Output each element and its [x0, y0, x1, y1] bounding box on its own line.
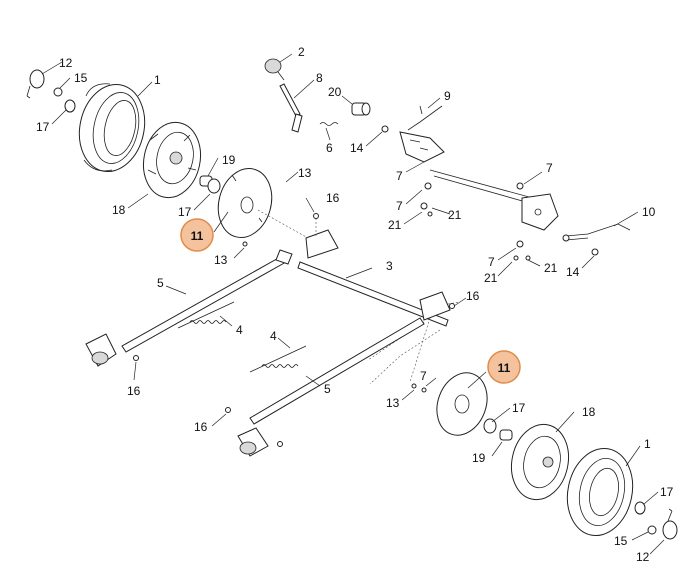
label-16-right: 16 [466, 289, 480, 303]
label-16-top: 16 [326, 191, 340, 205]
label-6: 6 [326, 141, 333, 155]
rod-9 [407, 105, 443, 131]
label-13-bottom: 13 [386, 396, 400, 410]
pivot-lower [225, 407, 283, 457]
label-17-br: 17 [660, 485, 674, 499]
label-21-b: 21 [448, 208, 462, 222]
axle-3 [297, 229, 451, 327]
label-14-top: 14 [350, 141, 364, 155]
spring-6 [319, 122, 339, 126]
label-19-top: 19 [222, 153, 236, 167]
callout-11-right: 11 [487, 350, 521, 384]
callout-11-left: 11 [180, 218, 214, 252]
small-parts-right [420, 182, 599, 261]
label-5-lower: 5 [324, 382, 331, 396]
label-17-mid: 17 [178, 205, 192, 219]
label-21-c: 21 [484, 271, 498, 285]
label-7-d: 7 [488, 255, 495, 269]
wheel-hub-bottom-right [510, 423, 570, 501]
part-labels: 12 15 17 1 18 19 17 2 8 20 6 14 9 13 16 … [36, 45, 674, 564]
label-9: 9 [444, 89, 451, 103]
label-1-top: 1 [154, 73, 161, 87]
cap-bottom-right [662, 508, 678, 540]
washer-bottom-right [634, 501, 657, 535]
bushing-top-left [199, 175, 221, 194]
arm-5-lower [249, 317, 425, 425]
spring-4-upper [177, 301, 235, 329]
leader-lines [41, 53, 665, 555]
wheel-bottom-right [566, 447, 634, 537]
label-15-bottom: 15 [614, 534, 628, 548]
bracket-lower [521, 193, 559, 231]
pivot-left [85, 333, 139, 367]
knob [264, 58, 285, 81]
label-18-top: 18 [112, 203, 126, 217]
label-4-lower: 4 [270, 329, 277, 343]
label-3: 3 [386, 259, 393, 273]
label-15-top: 15 [74, 71, 88, 85]
label-2: 2 [298, 45, 305, 59]
disc-right [411, 372, 488, 436]
label-18-bottom: 18 [582, 405, 596, 419]
label-12-top: 12 [59, 56, 73, 70]
spring-4-lower [249, 345, 307, 373]
label-19-bottom: 19 [472, 451, 486, 465]
label-11-left: 11 [191, 229, 204, 243]
label-13-mid: 13 [214, 253, 228, 267]
label-16-left: 16 [127, 384, 141, 398]
label-8: 8 [316, 71, 323, 85]
label-17-bottom: 17 [512, 401, 526, 415]
screw-14-top [381, 125, 389, 133]
washer-top-left [53, 87, 76, 113]
label-13-top: 13 [298, 166, 312, 180]
label-7-c: 7 [546, 161, 553, 175]
lever-8 [279, 83, 303, 133]
label-7-b: 7 [396, 199, 403, 213]
label-12-bottom: 12 [636, 550, 650, 564]
label-14-right: 14 [566, 265, 580, 279]
label-11-right: 11 [498, 361, 511, 375]
bushing-right [483, 418, 513, 441]
arm-5-upper [121, 249, 293, 353]
bushing-20 [351, 102, 371, 116]
label-7-a: 7 [396, 169, 403, 183]
label-21-a: 21 [388, 218, 402, 232]
label-4-upper: 4 [236, 323, 243, 337]
label-17-top: 17 [36, 120, 50, 134]
label-20: 20 [328, 85, 342, 99]
label-10: 10 [642, 205, 656, 219]
label-21-d: 21 [544, 261, 558, 275]
rod-10 [562, 223, 631, 242]
label-5-upper: 5 [157, 276, 164, 290]
bracket-upper [399, 131, 445, 163]
cap-top-left [26, 69, 45, 99]
label-7-e: 7 [420, 369, 427, 383]
disc-left [217, 168, 273, 247]
wheel-top-left [78, 83, 146, 173]
wheel-hub-top-left [142, 121, 202, 199]
label-16-bottom: 16 [194, 420, 208, 434]
screw-16-mid [313, 213, 455, 309]
label-1-bottom: 1 [644, 437, 651, 451]
